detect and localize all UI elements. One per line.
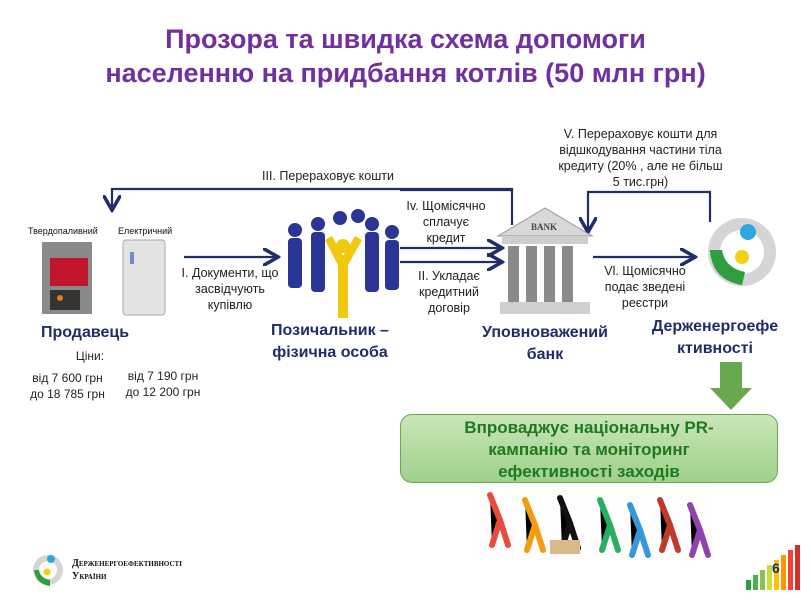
- borrower-crowd-image: [288, 209, 399, 318]
- step-vi-line: реєстри: [621, 296, 669, 310]
- step-v-line: кредиту (20% , але не більш: [558, 159, 723, 173]
- arrow-v: [588, 190, 712, 230]
- step-v-line: відшкодування частини тіла: [559, 143, 722, 157]
- slide-title: Прозора та швидка схема допомоги населен…: [0, 22, 811, 90]
- step-v-line: 5 тис.грн): [612, 175, 669, 189]
- borrower-line-1: Позичальник –: [271, 322, 389, 339]
- electric-label: Електричний: [118, 226, 173, 236]
- arrow-iii: [112, 187, 514, 225]
- solid-fuel-boiler-image: [42, 242, 92, 314]
- solid-fuel-label: Твердопаливний: [28, 226, 98, 236]
- title-line-1: Прозора та швидка схема допомоги: [165, 24, 646, 54]
- bank-line-2: банк: [526, 346, 564, 363]
- pr-crowd-image: [472, 483, 712, 561]
- pr-campaign-box: Впроваджує національну PR-кампанію та мо…: [400, 414, 778, 483]
- price-electric-from: від 7 190 грн: [127, 369, 199, 383]
- bank-building-image: [496, 207, 594, 314]
- step-iv-line: кредит: [426, 231, 466, 245]
- footer-logo-line-1: Держенергоефективності: [72, 558, 182, 569]
- price-solid-from: від 7 600 грн: [32, 371, 103, 385]
- seller-name: Продавець: [40, 324, 130, 341]
- bank-name: Уповноважений банк: [470, 322, 620, 366]
- step-i-line: засвідчують: [195, 282, 265, 296]
- footer-logo-line-2: України: [72, 571, 107, 582]
- pr-line: Впроваджує національну PR-: [464, 418, 714, 437]
- step-iv-line: сплачує: [422, 215, 470, 229]
- price-solid-to: до 18 785 грн: [30, 387, 105, 401]
- page-number-bars: [746, 545, 800, 590]
- electric-boiler-image: [122, 239, 166, 316]
- step-v-line: V. Перераховує кошти для: [563, 127, 718, 141]
- page-number: 6: [772, 560, 780, 576]
- title-line-2: населенню на придбання котлів (50 млн гр…: [105, 58, 706, 88]
- prices-label: Ціни:: [75, 349, 105, 363]
- agency-line-2: ктивності: [677, 340, 753, 357]
- agency-name: Держенергоефе ктивності: [650, 316, 780, 360]
- step-ii-line: II. Укладає: [418, 269, 480, 283]
- step-vi-line: подає зведені: [604, 280, 686, 294]
- step-v-label: V. Перераховує кошти для відшкодування ча…: [548, 126, 733, 190]
- step-ii-line: договір: [428, 301, 470, 315]
- price-electric-to: до 12 200 грн: [125, 385, 201, 399]
- step-iv-label: Iv. Щомісячно сплачує кредит: [400, 198, 492, 246]
- step-i-label: I. Документи, що засвідчують купівлю: [175, 265, 285, 313]
- pr-line: ефективності заходів: [498, 462, 680, 481]
- pr-line: кампанію та моніторинг: [488, 440, 690, 459]
- price-electric: від 7 190 грн до 12 200 грн: [118, 368, 208, 400]
- green-down-arrow: [710, 362, 752, 410]
- step-iii-label: III. Перераховує кошти: [262, 169, 394, 183]
- step-i-line: I. Документи, що: [181, 266, 279, 280]
- step-vi-line: Vl. Щомісячно: [604, 264, 686, 278]
- step-i-line: купівлю: [207, 298, 253, 312]
- borrower-name: Позичальник – фізична особа: [255, 320, 405, 364]
- borrower-line-2: фізична особа: [272, 344, 388, 361]
- price-solid: від 7 600 грн до 18 785 грн: [25, 370, 110, 402]
- footer-logo-icon: [33, 555, 63, 586]
- step-vi-label: Vl. Щомісячно подає зведені реєстри: [595, 263, 695, 311]
- step-ii-label: II. Укладає кредитний договір: [400, 268, 498, 316]
- bank-line-1: Уповноважений: [482, 324, 608, 341]
- step-iv-line: Iv. Щомісячно: [406, 199, 486, 213]
- step-ii-line: кредитний: [419, 285, 479, 299]
- agency-logo-image: [708, 218, 776, 286]
- agency-line-1: Держенергоефе: [651, 318, 779, 335]
- bank-sign: BANK: [531, 222, 558, 232]
